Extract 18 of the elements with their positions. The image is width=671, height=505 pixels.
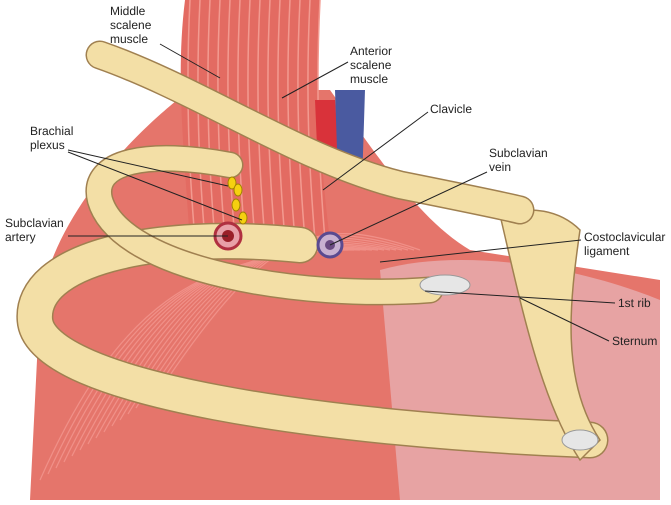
- part-label: Middle scalene muscle: [110, 4, 170, 46]
- leader-line: [330, 172, 488, 246]
- part-label: 1st rib: [618, 296, 668, 310]
- part-label: Subclavian artery: [5, 216, 70, 244]
- part-label: Subclavian vein: [489, 146, 559, 174]
- leader-line: [380, 240, 582, 262]
- part-label: Clavicle: [430, 102, 500, 116]
- leader-line: [282, 62, 348, 98]
- leader-line: [68, 150, 228, 186]
- leader-line: [68, 152, 242, 220]
- leader-line: [322, 112, 428, 190]
- leader-line: [160, 44, 220, 78]
- part-label: Sternum: [612, 334, 671, 348]
- part-label: Brachial plexus: [30, 124, 85, 152]
- part-label: Costoclavicular ligament: [584, 230, 671, 258]
- part-label: Anterior scalene muscle: [350, 44, 410, 86]
- leader-line: [520, 298, 610, 342]
- leader-line: [424, 290, 616, 304]
